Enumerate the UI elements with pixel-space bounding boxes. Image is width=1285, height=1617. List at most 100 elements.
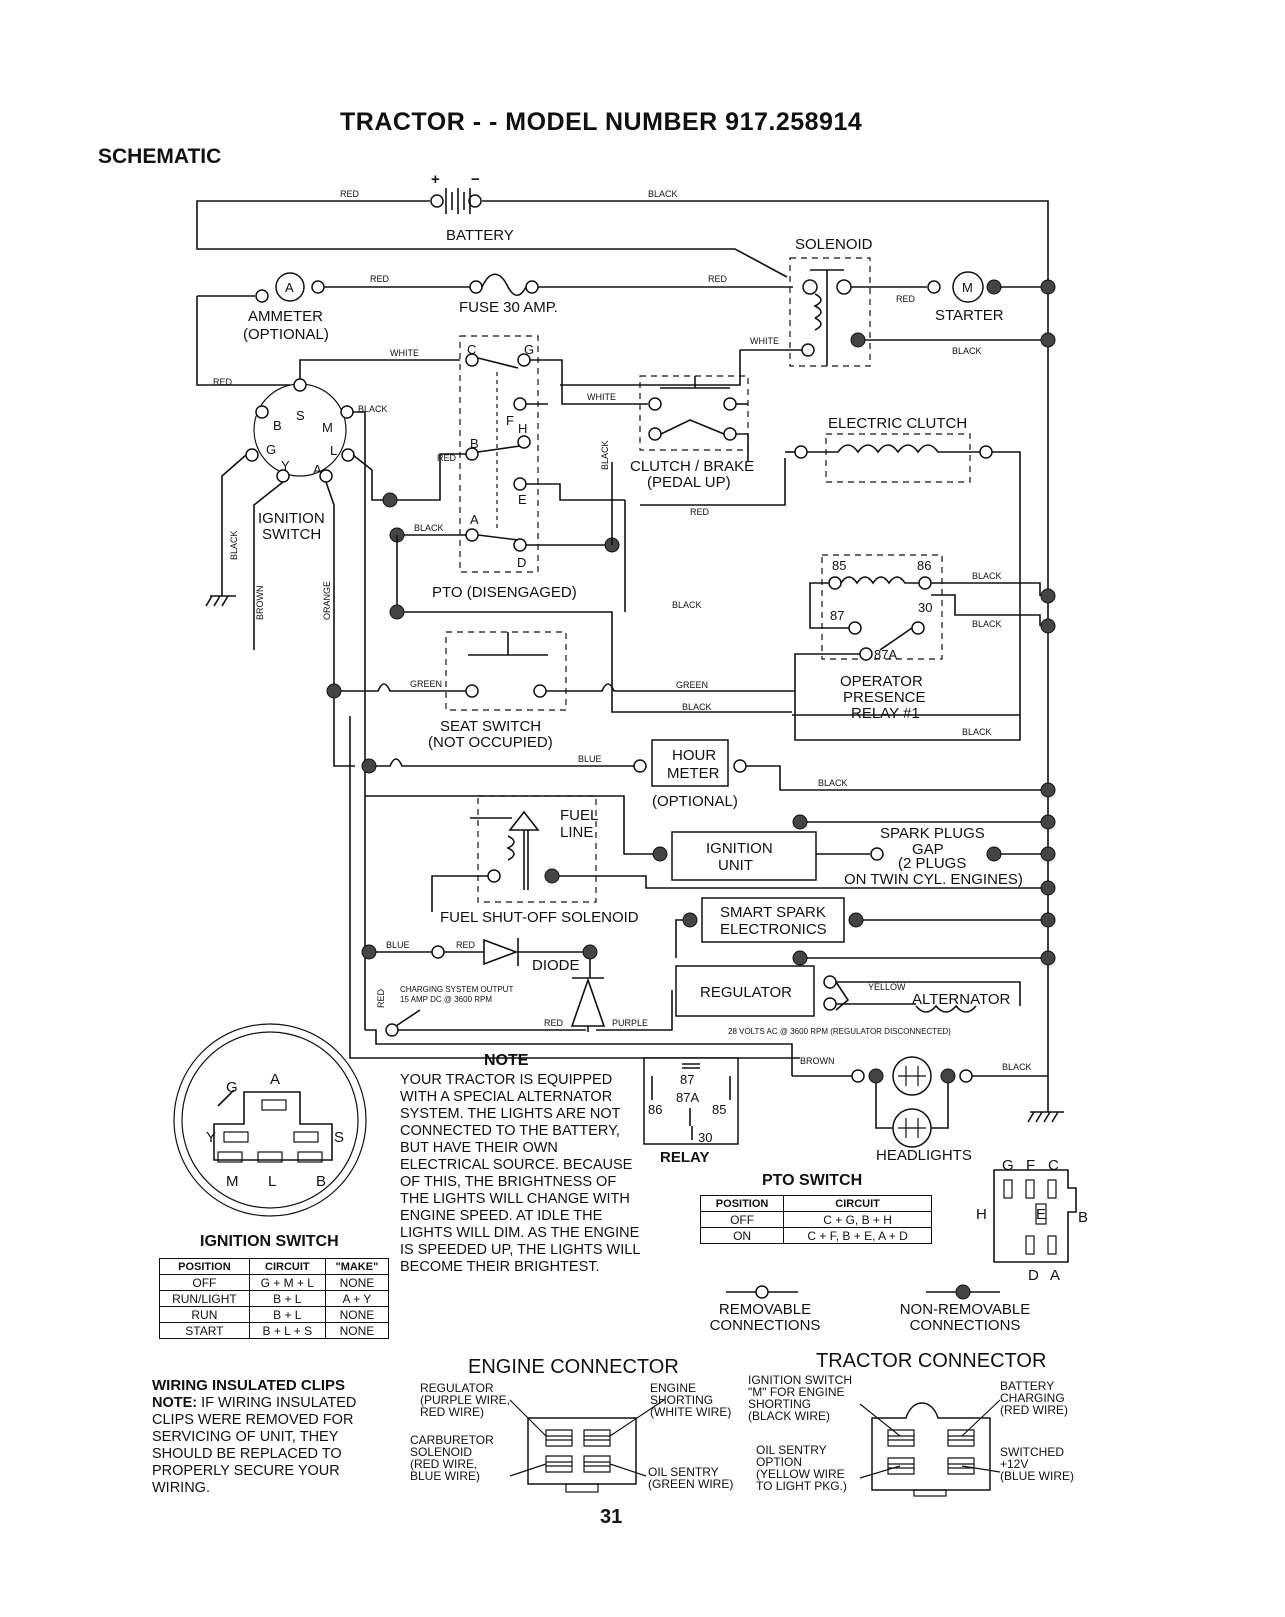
tractor-connector (859, 1399, 1001, 1497)
smart-spark-label-1: SMART SPARK (720, 904, 826, 921)
table-cell: C + G, B + H (783, 1211, 932, 1228)
legend-non-removable-1: NON-REMOVABLE (899, 1301, 1031, 1318)
tractor-ign-3: SHORTING (748, 1397, 812, 1411)
engine-regulator-3: RED WIRE) (420, 1405, 484, 1419)
diode-label: DIODE (532, 957, 580, 974)
engine-short-1: ENGINE (650, 1381, 697, 1395)
table-row: POSITION CIRCUIT (699, 1195, 932, 1212)
relay-pin-30: 30 (918, 600, 932, 615)
tractor-sw-3: (BLUE WIRE) (1000, 1469, 1075, 1483)
ign-table-header-make: "MAKE" (324, 1258, 390, 1275)
clips-note-label: NOTE: (152, 1395, 198, 1411)
term-D: D (517, 555, 526, 570)
hour-meter: HOUR METER (OPTIONAL) BLUE BLACK (361, 739, 1056, 810)
relay-sym-85: 85 (712, 1102, 726, 1117)
tractor-sw-2: +12V (1000, 1457, 1029, 1471)
term-Y: Y (281, 458, 290, 473)
term-H: H (518, 421, 527, 436)
engine-short-2: SHORTING (650, 1393, 714, 1407)
ammeter-optional: (OPTIONAL) (243, 326, 329, 343)
fuel-line-1: FUEL (560, 807, 598, 824)
battery-minus: − (471, 171, 480, 188)
ign-table-header-position: POSITION (159, 1258, 250, 1275)
ign-conn-S: S (334, 1129, 344, 1146)
wire-red-ammeter: RED (370, 274, 390, 284)
relay-sym-87a: 87A (676, 1090, 699, 1105)
relay-pin-85: 85 (832, 558, 846, 573)
table-cell: C + F, B + E, A + D (783, 1227, 932, 1244)
headlights: BROWN BLACK HEADLIGHTS (792, 1056, 1064, 1164)
wire-black-relay-2: BLACK (972, 619, 1002, 629)
pto-conn-E: E (1036, 1206, 1046, 1223)
tractor-oil-4: TO LIGHT PKG.) (756, 1479, 847, 1493)
table-cell: A + Y (324, 1290, 390, 1307)
tractor-connector-title: TRACTOR CONNECTOR (816, 1350, 1047, 1372)
tractor-ign-2: "M" FOR ENGINE (748, 1385, 845, 1399)
wire-orange-ign: ORANGE (322, 581, 332, 620)
table-row: RUN B + L NONE (159, 1306, 390, 1323)
table-row: OFF C + G, B + H (699, 1211, 932, 1228)
relay-label-1: OPERATOR (840, 673, 923, 690)
wire-red-fuse: RED (708, 274, 728, 284)
engine-connector (509, 1399, 665, 1493)
wire-red-diode: RED (456, 940, 476, 950)
ammeter-label: AMMETER (248, 308, 323, 325)
ign-conn-B: B (316, 1173, 326, 1190)
engine-oil-label: OIL SENTRY (GREEN WIRE) (648, 1466, 733, 1490)
solenoid-label: SOLENOID (795, 236, 873, 253)
tractor-batt-1: BATTERY (1000, 1379, 1055, 1393)
ignition-unit: IGNITION UNIT SPARK PLUGS GAP (2 PLUGS O… (365, 795, 1056, 888)
smart-spark-electronics: SMART SPARK ELECTRONICS (675, 897, 1056, 958)
tractor-oil-label: OIL SENTRY OPTION (YELLOW WIRE TO LIGHT … (756, 1444, 847, 1492)
term-M: M (322, 420, 333, 435)
ignition-switch: B S M G L Y A IGNITION SWITCH WHITE BLAC… (205, 348, 460, 1030)
fuel-line-2: LINE (560, 824, 593, 841)
wire-green-seat-2: GREEN (676, 680, 708, 690)
pto-table-header-position: POSITION (699, 1195, 785, 1212)
pto-switch-table-title: PTO SWITCH (762, 1172, 863, 1189)
table-row: POSITION CIRCUIT "MAKE" (159, 1258, 390, 1275)
legend-removable-1: REMOVABLE (718, 1301, 812, 1318)
seat-switch-label-1: SEAT SWITCH (440, 718, 541, 735)
tractor-battery-label: BATTERY CHARGING (RED WIRE) (1000, 1380, 1068, 1416)
wire-black-starter: BLACK (952, 346, 982, 356)
relay-sym-label: RELAY (660, 1149, 709, 1166)
pto-conn-C: C (1048, 1157, 1059, 1174)
engine-carburetor-label: CARBURETOR SOLENOID (RED WIRE, BLUE WIRE… (410, 1434, 494, 1482)
tractor-ign-1: IGNITION SWITCH (748, 1373, 852, 1387)
legend-non-removable: NON-REMOVABLE CONNECTIONS (880, 1302, 1050, 1334)
engine-carb-4: BLUE WIRE) (410, 1469, 481, 1483)
term-G: G (266, 442, 276, 457)
charging-label-1: CHARGING SYSTEM OUTPUT (400, 985, 513, 994)
wire-black-hour: BLACK (818, 778, 848, 788)
pto-conn-G: G (1002, 1157, 1014, 1174)
wire-red-charging: RED (376, 988, 386, 1008)
engine-shorting-label: ENGINE SHORTING (WHITE WIRE) (650, 1382, 731, 1418)
table-cell: NONE (324, 1306, 390, 1323)
relay-pin-87: 87 (830, 608, 844, 623)
term-A: A (313, 462, 322, 477)
engine-connector-title: ENGINE CONNECTOR (468, 1356, 679, 1378)
electric-clutch-label: ELECTRIC CLUTCH (828, 415, 967, 432)
page-number: 31 (600, 1506, 623, 1528)
table-row: ON C + F, B + E, A + D (699, 1227, 932, 1244)
relay-sym-87: 87 (680, 1072, 694, 1087)
term-E: E (518, 492, 527, 507)
legend-removable: REMOVABLE CONNECTIONS (700, 1302, 830, 1334)
tractor-switched-label: SWITCHED +12V (BLUE WIRE) (1000, 1446, 1074, 1482)
legend-symbols (726, 1284, 1000, 1300)
table-cell: G + M + L (248, 1274, 326, 1291)
pto-conn-D: D (1028, 1267, 1039, 1284)
pto-table-header-circuit: CIRCUIT (783, 1195, 932, 1212)
pto-conn-F: F (1026, 1157, 1035, 1174)
ammeter-letter: A (285, 280, 294, 295)
ignition-switch-table: POSITION CIRCUIT "MAKE" OFF G + M + L NO… (159, 1258, 390, 1339)
ign-conn-A: A (270, 1071, 280, 1088)
tractor-ignition-label: IGNITION SWITCH "M" FOR ENGINE SHORTING … (748, 1374, 852, 1422)
table-cell: B + L (248, 1306, 326, 1323)
engine-carb-1: CARBURETOR (410, 1433, 494, 1447)
clips-note-text: IF WIRING INSULATED CLIPS WERE REMOVED F… (152, 1395, 357, 1496)
ignition-connector: G A Y S M L B (173, 1023, 367, 1217)
term-F: F (506, 413, 514, 428)
table-cell: B + L + S (248, 1322, 326, 1339)
